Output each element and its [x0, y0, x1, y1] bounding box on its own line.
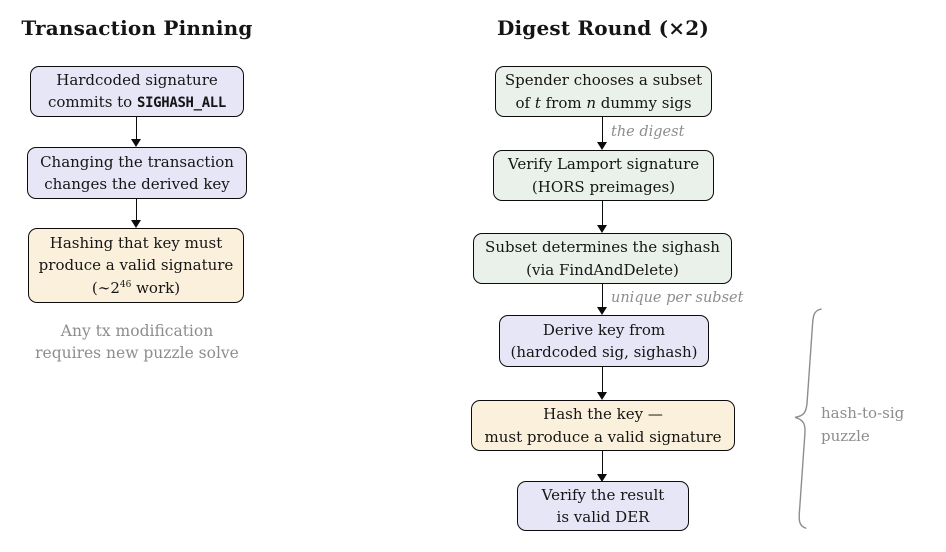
- box-line: (∼246 work): [91, 278, 181, 297]
- box-line: Verify the result: [541, 485, 665, 504]
- math-var-t: t: [534, 93, 541, 112]
- box-hashing-work: Hashing that key must produce a valid si…: [28, 228, 244, 303]
- brace-label-line: hash-to-sig: [821, 404, 905, 422]
- arrow-spender-to-lamport: [597, 117, 608, 150]
- note-line: Any tx modification: [60, 322, 214, 340]
- box-changing-transaction: Changing the transaction changes the der…: [27, 147, 247, 199]
- box-line: Verify Lamport signature: [507, 155, 700, 174]
- arrow-lamport-to-subset: [597, 201, 608, 233]
- box-line: Subset determines the sighash: [485, 238, 720, 257]
- brace-label-line: puzzle: [821, 426, 870, 445]
- box-line: Derive key from: [542, 320, 666, 339]
- right-column-title: Digest Round (×2): [496, 16, 710, 40]
- box-line: (HORS preimages): [531, 177, 676, 196]
- box-derive-key: Derive key from (hardcoded sig, sighash): [499, 315, 709, 367]
- box-line: (hardcoded sig, sighash): [510, 343, 698, 361]
- box-verify-lamport: Verify Lamport signature (HORS preimages…: [493, 150, 714, 201]
- edge-label-unique-per-subset: unique per subset: [611, 290, 744, 306]
- left-column-title: Transaction Pinning: [21, 16, 253, 40]
- box-hardcoded-signature: Hardcoded signature commits to SIGHASH_A…: [30, 66, 244, 117]
- box-line: changes the derived key: [44, 175, 230, 193]
- box-line: Hashing that key must: [49, 234, 223, 253]
- box-spender-subset: Spender chooses a subset of t from n dum…: [495, 66, 712, 117]
- brace-label: hash-to-sig puzzle: [821, 402, 904, 447]
- box-verify-der: Verify the result is valid DER: [517, 481, 689, 531]
- box-line: commits to SIGHASH_ALL: [47, 93, 226, 112]
- arrow-changing-to-hashing: [131, 199, 142, 228]
- box-line: Changing the transaction: [40, 152, 234, 171]
- sighash-all-code: SIGHASH_ALL: [136, 95, 226, 112]
- exponent: 46: [119, 279, 132, 290]
- arrow-hash-to-der: [597, 451, 608, 482]
- box-line: (via FindAndDelete): [526, 260, 679, 279]
- edge-label-the-digest: the digest: [611, 124, 685, 140]
- box-line: produce a valid signature: [38, 256, 234, 275]
- arrow-subset-to-derive: [597, 284, 608, 315]
- box-subset-sighash: Subset determines the sighash (via FindA…: [473, 233, 732, 284]
- arrow-derive-to-hash: [597, 367, 608, 400]
- box-line: of t from n dummy sigs: [515, 93, 692, 112]
- box-line: Hardcoded signature: [56, 71, 218, 90]
- box-line: Hash the key —: [543, 405, 663, 424]
- box-hash-key: Hash the key — must produce a valid sign…: [471, 400, 735, 451]
- brace: [794, 308, 822, 530]
- arrow-hardcoded-to-changing: [131, 117, 142, 147]
- box-line: is valid DER: [556, 508, 650, 526]
- note-line: requires new puzzle solve: [35, 344, 239, 363]
- math-var-n: n: [586, 93, 597, 112]
- box-line: Spender chooses a subset: [504, 71, 703, 90]
- left-column-note: Any tx modification requires new puzzle …: [17, 320, 257, 365]
- box-line: must produce a valid signature: [484, 427, 722, 446]
